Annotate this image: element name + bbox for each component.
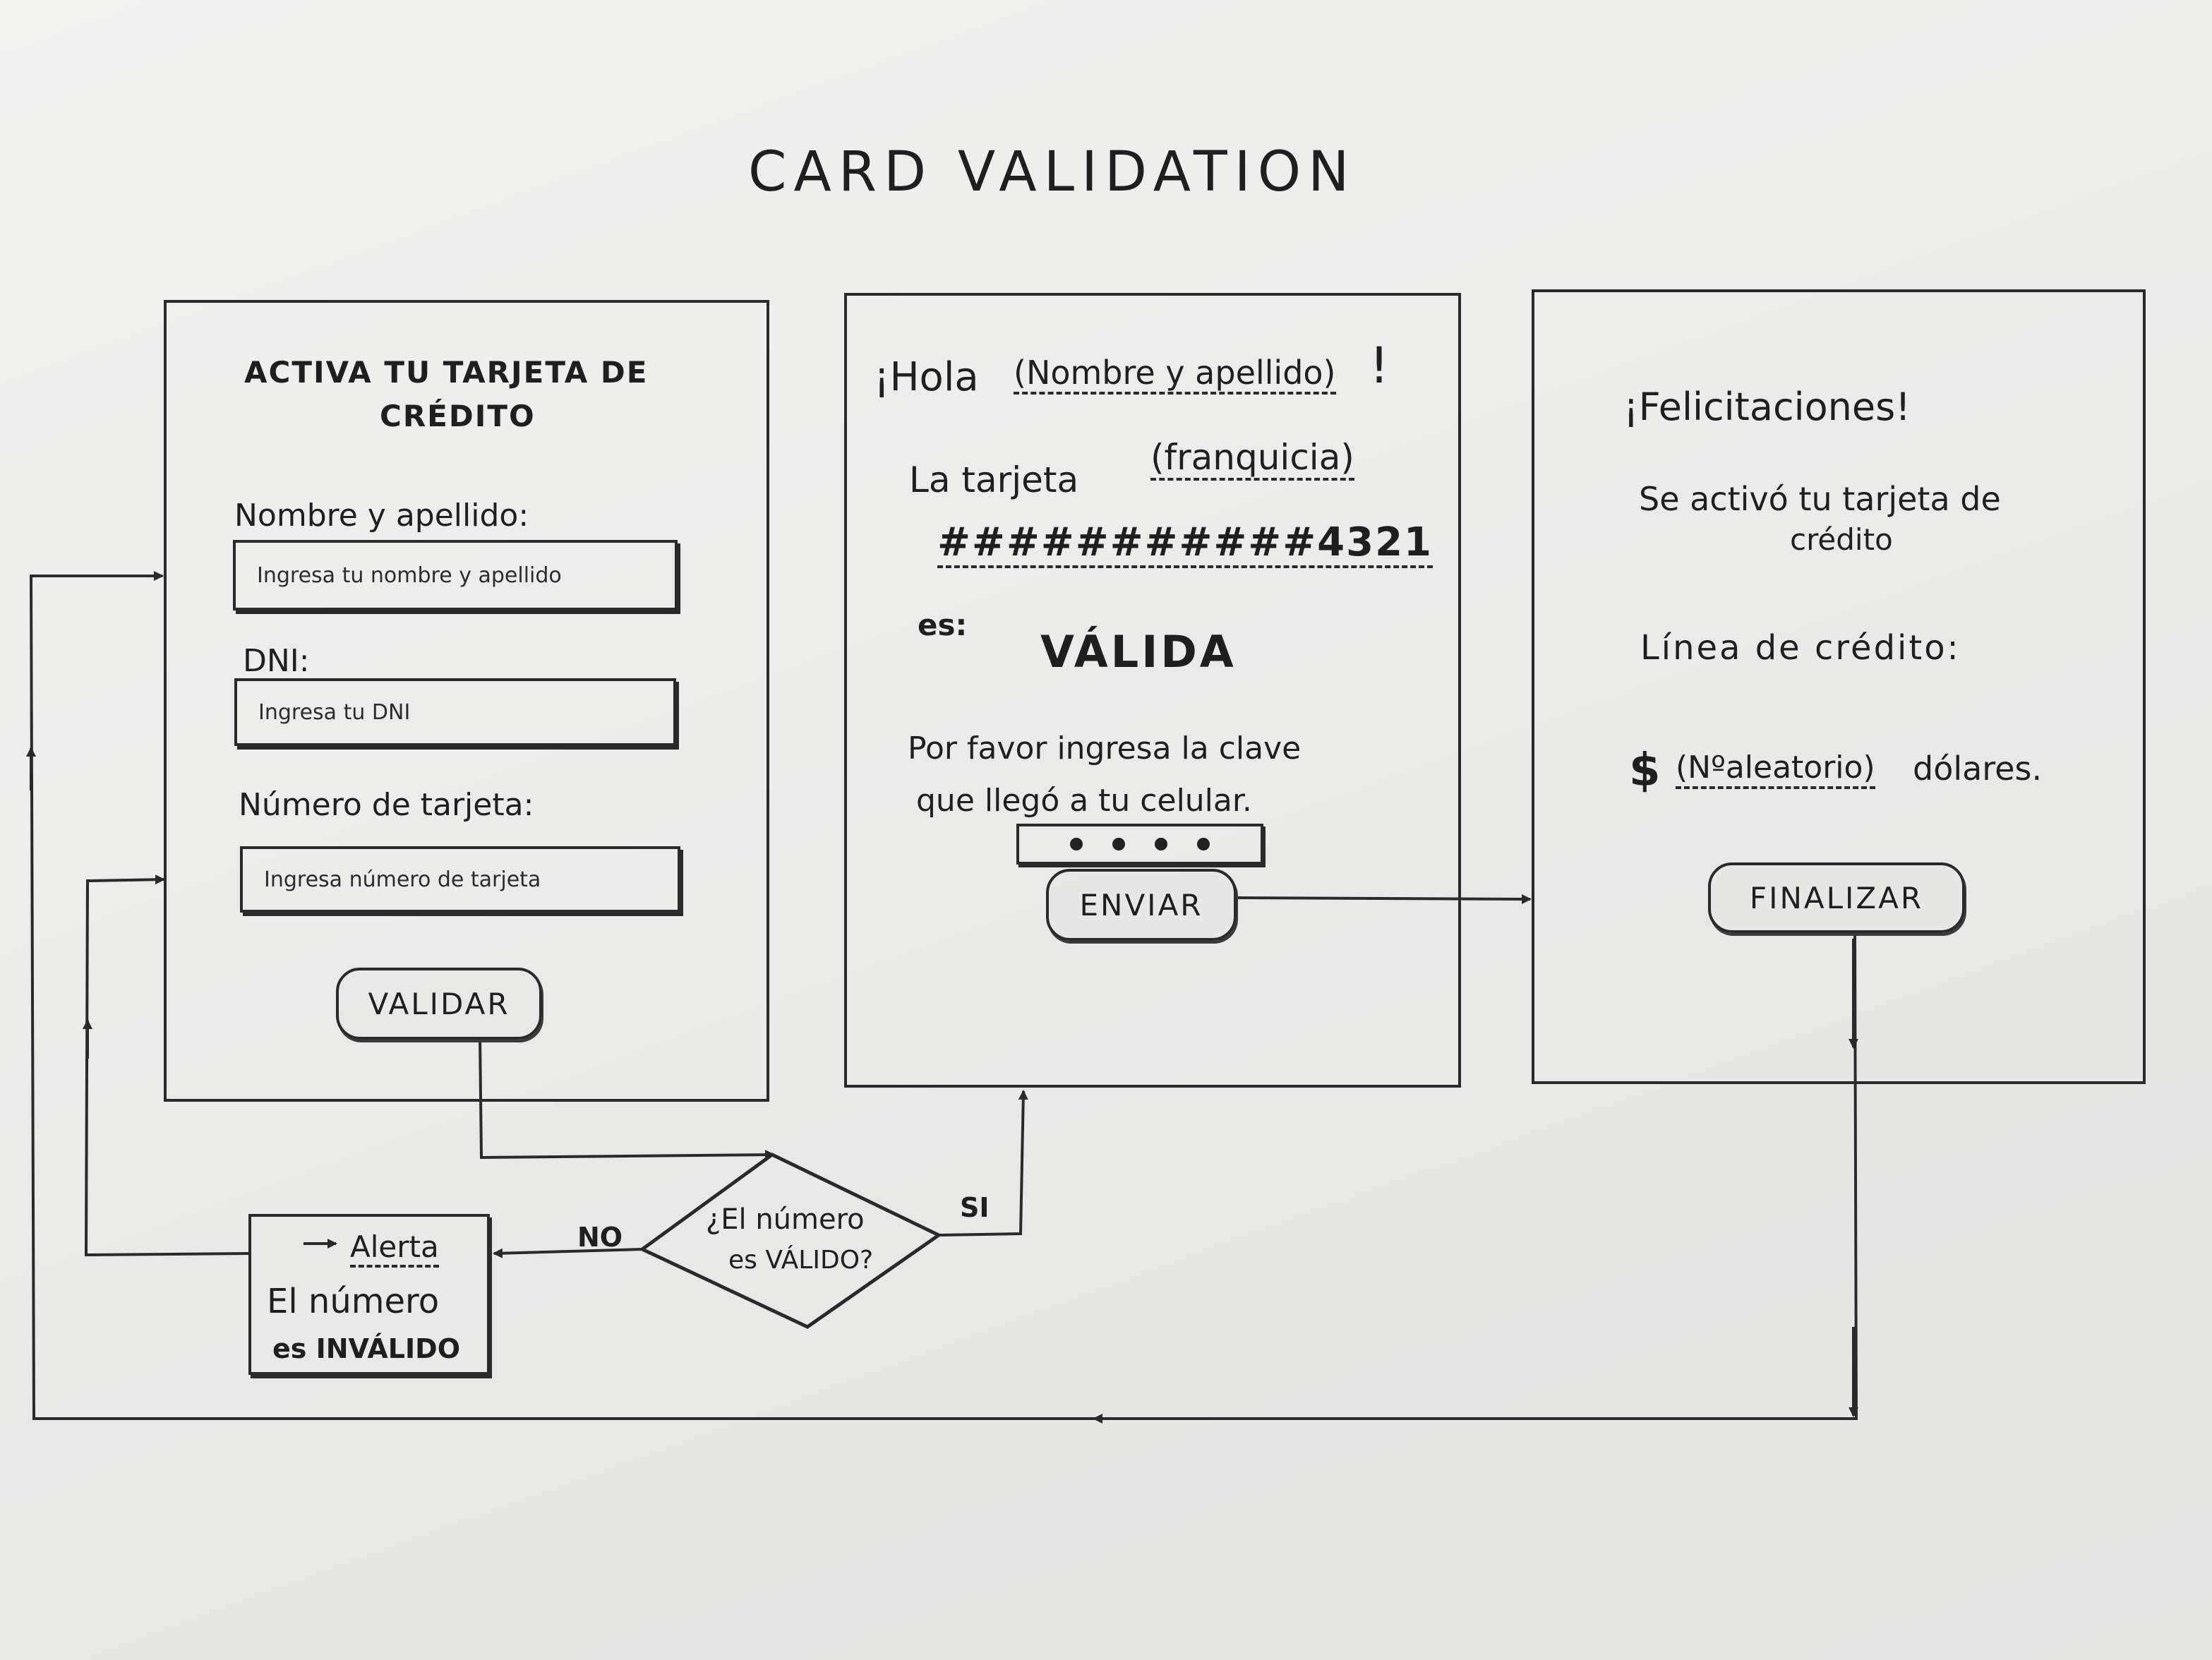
screen-activate-card: ACTIVA TU TARJETA DE CRÉDITO Nombre y ap… [164, 300, 769, 1102]
decision-no-label: NO [577, 1222, 623, 1253]
screen-congratulations: ¡Felicitaciones! Se activó tu tarjeta de… [1532, 289, 2146, 1084]
screen1-heading-line2: CRÉDITO [380, 399, 536, 433]
amount-random-value: (Nºaleatorio) [1676, 752, 1875, 789]
dni-input[interactable]: Ingresa tu DNI [234, 678, 676, 746]
dni-label: DNI: [243, 643, 310, 679]
code-dot [1070, 838, 1083, 850]
validate-button[interactable]: VALIDAR [336, 968, 542, 1040]
activated-line2: crédito [1790, 522, 1893, 557]
decision-diamond [639, 1153, 942, 1329]
amount-suffix: dólares. [1913, 750, 2043, 788]
alert-line1: El número [267, 1282, 440, 1321]
credit-line-label: Línea de crédito: [1640, 628, 1961, 668]
connector-yes-to-screen2 [938, 1090, 1028, 1237]
code-dot [1155, 838, 1167, 850]
connector-validar-to-decision [479, 1037, 775, 1160]
screen1-heading-line1: ACTIVA TU TARJETA DE [244, 355, 649, 390]
finish-button[interactable]: FINALIZAR [1708, 862, 1965, 933]
card-prefix: La tarjeta [909, 459, 1079, 500]
decision-question-line2: es VÁLIDO? [728, 1246, 874, 1275]
greeting-prefix: ¡Hola [874, 354, 979, 400]
code-prompt-line2: que llegó a tu celular. [916, 783, 1252, 819]
connector-enviar-to-screen3 [1236, 894, 1532, 904]
code-dot [1197, 838, 1210, 850]
alert-title: Alerta [350, 1232, 439, 1268]
name-input[interactable]: Ingresa tu nombre y apellido [233, 540, 678, 611]
invalid-alert-box: Alerta El número es INVÁLIDO [248, 1214, 490, 1375]
card-number-input[interactable]: Ingresa número de tarjeta [240, 846, 680, 913]
activated-line1: Se activó tu tarjeta de [1639, 480, 2001, 518]
name-label: Nombre y apellido: [234, 498, 529, 534]
card-number-label: Número de tarjeta: [239, 787, 534, 823]
amount-currency: $ [1629, 745, 1661, 797]
screen-card-valid: ¡Hola (Nombre y apellido) ! La tarjeta (… [844, 293, 1461, 1088]
congrats-heading: ¡Felicitaciones! [1623, 385, 1911, 429]
connector-alert-to-card-field [84, 874, 249, 1257]
code-input[interactable] [1016, 824, 1263, 865]
is-label: es: [918, 608, 968, 642]
valid-status: VÁLIDA [1040, 626, 1237, 678]
send-button[interactable]: ENVIAR [1046, 869, 1237, 941]
decision-yes-label: SI [960, 1192, 990, 1223]
greeting-suffix: ! [1369, 337, 1390, 395]
code-prompt-line1: Por favor ingresa la clave [908, 730, 1302, 766]
card-brand-placeholder: (franquicia) [1150, 440, 1354, 481]
connector-finalizar-to-start [29, 571, 1858, 1420]
greeting-name-placeholder: (Nombre y apellido) [1014, 356, 1336, 395]
alert-line2: es INVÁLIDO [272, 1333, 460, 1364]
masked-card-number: ###########4321 [937, 523, 1433, 568]
page-title: CARD VALIDATION [748, 140, 1357, 204]
decision-question-line1: ¿El número [706, 1203, 865, 1236]
connector-no-to-alert [493, 1248, 643, 1258]
code-dot [1112, 838, 1125, 850]
